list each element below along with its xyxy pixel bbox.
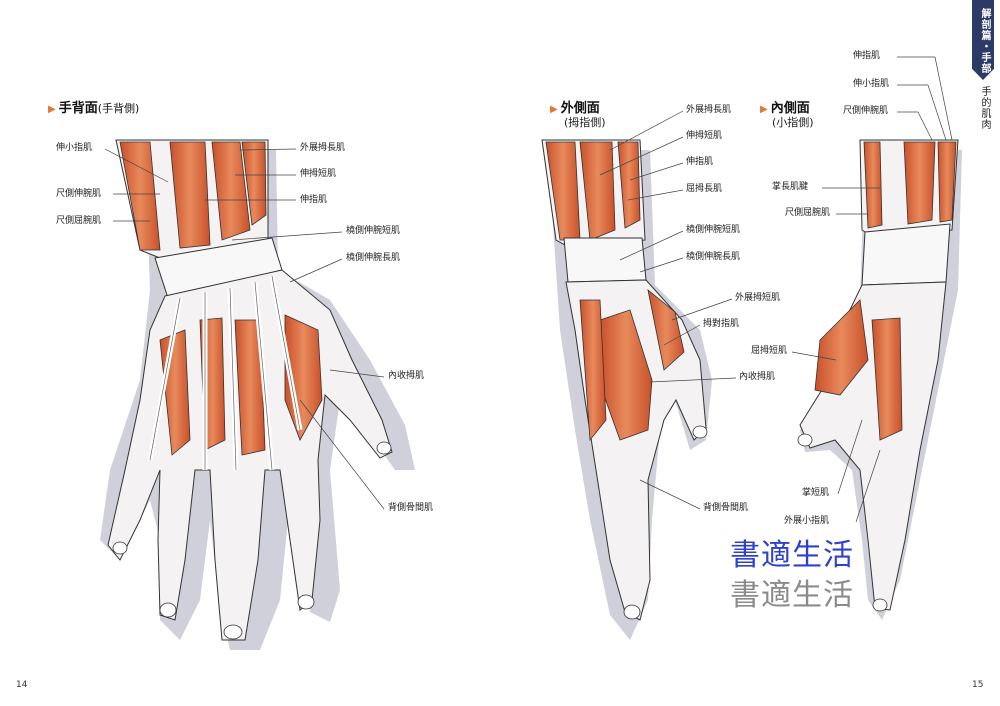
medial-view-title: ▶內側面 (760, 97, 810, 116)
chapter-tab (972, 0, 994, 80)
page-number-right: 15 (972, 680, 984, 690)
label-dorsal-interossei: 背側骨間肌 (388, 503, 434, 513)
label-extensor-carpi-ulnaris: 尺側伸腕肌 (56, 189, 102, 199)
label-inner-flexor-pollicis-brevis: 屈拇短肌 (751, 346, 788, 356)
label-outer-opponens-pollicis: 拇對指肌 (703, 319, 740, 329)
label-extensor-digitorum: 伸指肌 (300, 195, 328, 205)
label-outer-abductor-pollicis-longus: 外展拇長肌 (686, 105, 732, 115)
left-leader-lines (104, 148, 385, 510)
right-leader-lines (599, 56, 953, 523)
label-outer-extensor-carpi-radialis-longus: 橈側伸腕長肌 (686, 252, 741, 262)
chapter-tab-text: 解剖篇・手部 (979, 8, 990, 74)
label-inner-palmaris-brevis: 掌短肌 (802, 488, 830, 498)
watermark-gray: 書適生活 (730, 578, 854, 613)
dorsal-view-title: ▶手背面(手背側) (48, 97, 139, 116)
label-abductor-pollicis-longus: 外展拇長肌 (300, 143, 346, 153)
lateral-hand-illustration (541, 139, 712, 640)
label-flexor-carpi-ulnaris: 尺側屈腕肌 (56, 216, 102, 226)
label-extensor-carpi-radialis-brevis: 橈側伸腕短肌 (346, 226, 401, 236)
dorsal-view-title-text: 手背面 (58, 101, 98, 116)
page-number-left: 14 (16, 680, 28, 690)
lateral-view-title-text: 外側面 (560, 101, 600, 116)
label-extensor-carpi-radialis-longus: 橈側伸腕長肌 (346, 253, 401, 263)
medial-hand-illustration (797, 139, 962, 620)
dorsal-hand-illustration (100, 139, 415, 650)
triangle-bullet-icon: ▶ (760, 104, 768, 115)
label-adductor-pollicis: 內收拇肌 (388, 371, 425, 381)
medial-view-title-text: 內側面 (770, 101, 810, 116)
label-outer-abductor-pollicis-brevis: 外展拇短肌 (735, 293, 781, 303)
label-extensor-digiti-minimi: 伸小指肌 (56, 143, 93, 153)
watermark-blue: 書適生活 (730, 538, 854, 573)
label-inner-abductor-digiti-minimi: 外展小指肌 (784, 516, 830, 526)
lateral-view-title: ▶外側面 (550, 97, 600, 116)
triangle-bullet-icon: ▶ (550, 104, 558, 115)
label-outer-flexor-pollicis-longus: 屈拇長肌 (686, 184, 723, 194)
label-inner-flexor-carpi-ulnaris: 尺側屈腕肌 (785, 208, 831, 218)
triangle-bullet-icon: ▶ (48, 104, 56, 115)
label-inner-extensor-carpi-ulnaris: 尺側伸腕肌 (843, 106, 889, 116)
label-outer-extensor-digitorum: 伸指肌 (686, 157, 714, 167)
side-section-title: 手的肌肉 (979, 86, 990, 130)
label-inner-extensor-digiti-minimi: 伸小指肌 (853, 79, 890, 89)
label-inner-extensor-digitorum: 伸指肌 (853, 51, 881, 61)
label-outer-adductor-pollicis: 內收拇肌 (739, 372, 776, 382)
lateral-view-subtitle: (拇指側) (564, 116, 606, 129)
medial-view-subtitle: (小指側) (772, 116, 814, 129)
label-outer-dorsal-interossei: 背側骨間肌 (703, 503, 749, 513)
label-inner-palmaris-longus-tendon: 掌長肌腱 (772, 182, 809, 192)
label-outer-extensor-carpi-radialis-brevis: 橈側伸腕短肌 (686, 225, 741, 235)
dorsal-view-subtitle: (手背側) (97, 102, 140, 115)
label-extensor-pollicis-brevis: 伸拇短肌 (300, 169, 337, 179)
label-outer-extensor-pollicis-brevis: 伸拇短肌 (686, 131, 723, 141)
